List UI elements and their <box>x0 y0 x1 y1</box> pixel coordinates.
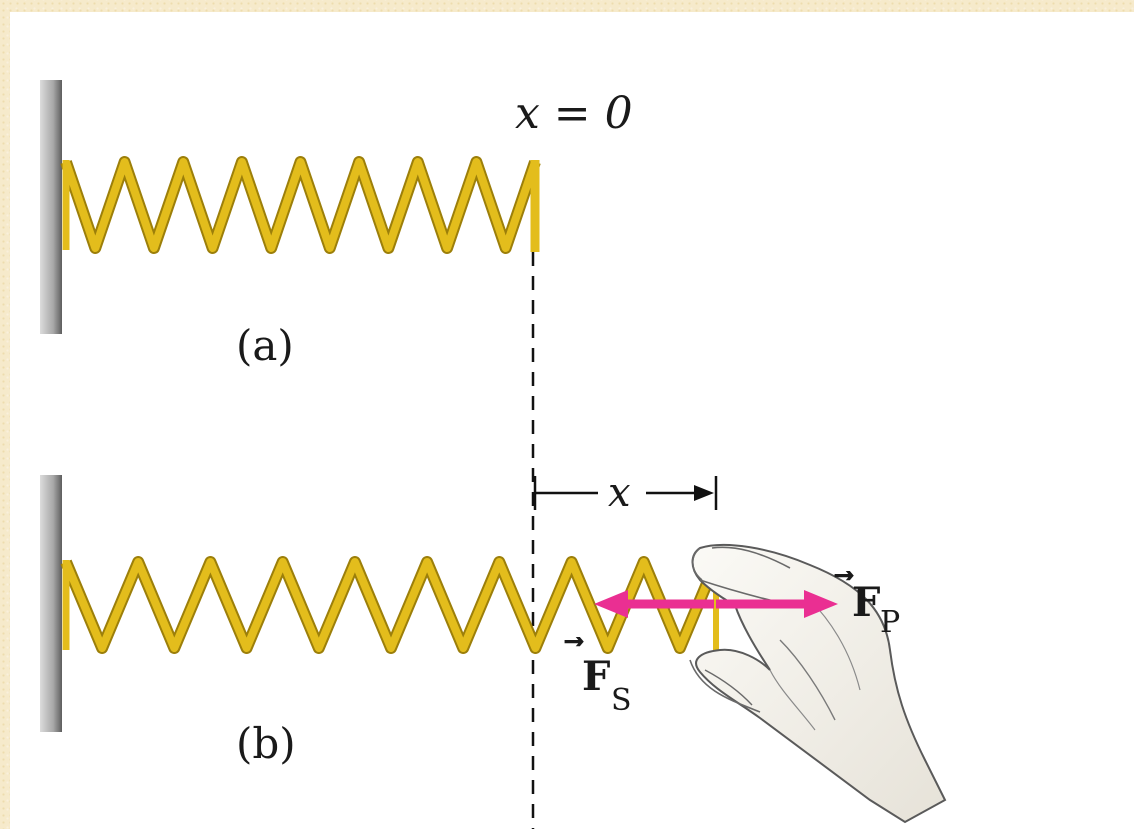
force-spring-arrow-glyph: ⃗ <box>564 636 584 647</box>
displacement-indicator <box>533 476 718 510</box>
force-pull-symbol: F <box>852 579 880 626</box>
force-arrow-pull <box>716 590 838 618</box>
figure-panel <box>10 12 1134 829</box>
spring-a <box>60 156 541 254</box>
force-spring-label: ⃗ F S <box>564 636 632 718</box>
force-pull-subscript: P <box>880 605 900 640</box>
displacement-label: x <box>608 470 631 516</box>
hand-illustration <box>689 543 947 824</box>
caption-b: (b) <box>236 719 296 768</box>
force-spring-symbol: F <box>582 653 610 700</box>
origin-label: x = 0 <box>515 88 633 139</box>
caption-a: (a) <box>236 321 294 370</box>
wall-a <box>40 80 62 334</box>
force-arrow-spring <box>594 590 714 618</box>
wall-b <box>40 475 62 732</box>
force-spring-subscript: S <box>611 683 632 718</box>
